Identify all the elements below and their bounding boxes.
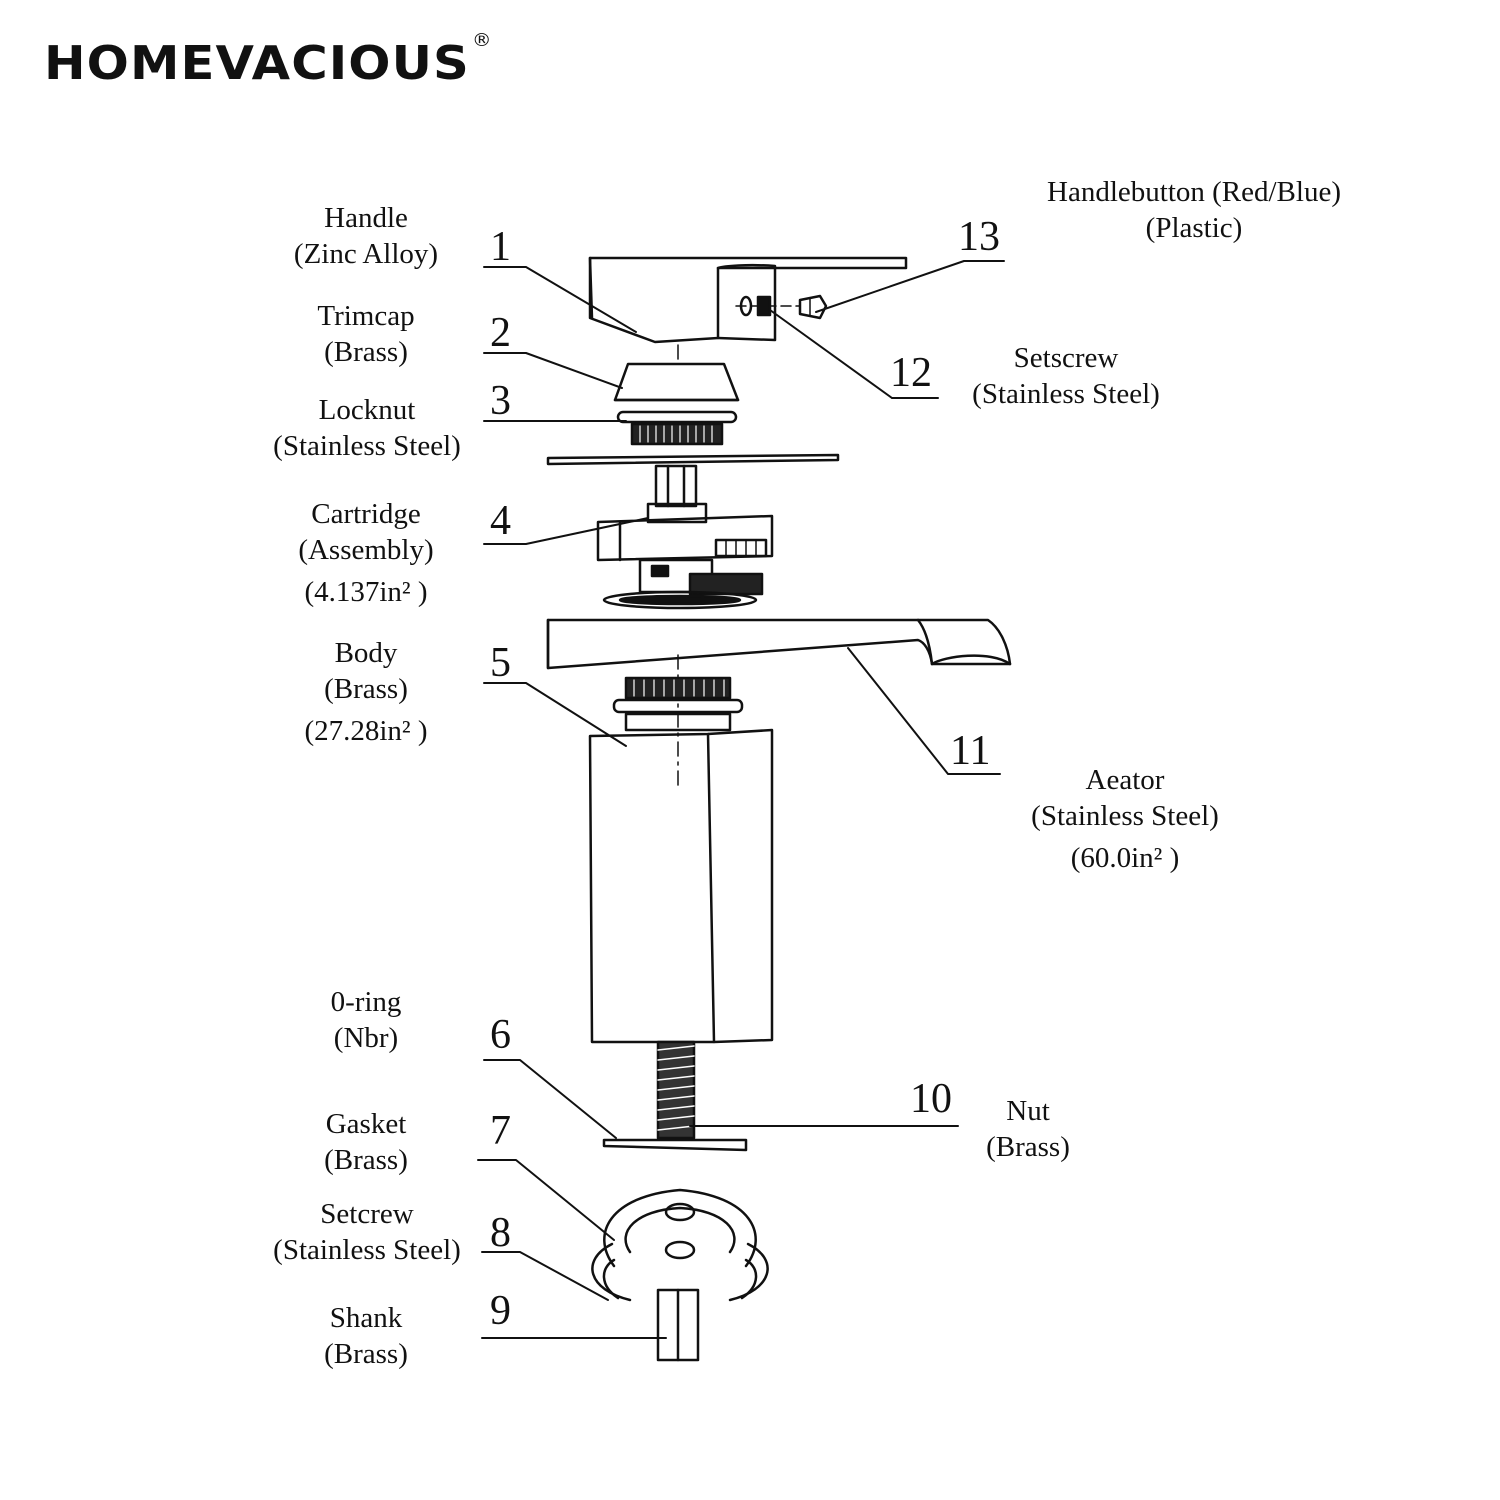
brand-name: HOMEVACIOUS — [44, 36, 470, 90]
oring-part — [602, 1138, 748, 1152]
callout-5: 5 — [490, 640, 511, 686]
label-shank: Shank (Brass) — [276, 1300, 456, 1372]
label-oring: 0-ring (Nbr) — [276, 984, 456, 1056]
callout-11: 11 — [950, 728, 991, 774]
callout-2: 2 — [490, 310, 511, 356]
gasket-part — [603, 1188, 757, 1268]
label-oring-material: (Nbr) — [333, 1022, 399, 1054]
callout-9: 9 — [490, 1288, 511, 1334]
locknut-part — [546, 410, 840, 466]
callout-6: 6 — [490, 1012, 511, 1058]
label-trimcap-name: Trimcap — [317, 300, 415, 332]
label-setscrew-name: Setscrew — [1013, 342, 1119, 374]
label-trimcap-material: (Brass) — [324, 336, 408, 368]
label-shank-name: Shank — [329, 1302, 403, 1334]
label-gasket: Gasket (Brass) — [276, 1106, 456, 1178]
label-setcrew-name: Setcrew — [320, 1198, 414, 1230]
label-aerator-material: (Stainless Steel) — [1031, 800, 1219, 832]
label-gasket-material: (Brass) — [324, 1144, 408, 1176]
cartridge-part — [596, 464, 774, 610]
label-body-material: (Brass) — [324, 673, 408, 705]
registered-mark: ® — [472, 30, 493, 51]
label-handle: Handle (Zinc Alloy) — [276, 200, 456, 272]
spout-aerator-part — [546, 618, 1012, 670]
callout-7: 7 — [490, 1108, 511, 1154]
callout-13: 13 — [958, 214, 1000, 260]
label-handle-material: (Zinc Alloy) — [293, 238, 439, 270]
label-locknut-material: (Stainless Steel) — [273, 430, 461, 462]
handlebutton-part — [798, 294, 828, 320]
callout-8: 8 — [490, 1210, 511, 1256]
shank-part — [656, 1288, 700, 1362]
label-nut-material: (Brass) — [986, 1131, 1070, 1163]
label-setscrew-material: (Stainless Steel) — [972, 378, 1160, 410]
leader-lines — [477, 260, 1005, 1339]
label-locknut: Locknut (Stainless Steel) — [254, 392, 480, 464]
setscrew-part — [756, 295, 772, 317]
trimcap-part — [613, 362, 740, 402]
label-body: Body (Brass) (27.28in² ) — [266, 635, 466, 749]
label-trimcap: Trimcap (Brass) — [276, 298, 456, 370]
label-aerator-area: (60.0in² ) — [1070, 842, 1180, 874]
label-cartridge-material: (Assembly) — [298, 534, 434, 566]
label-body-area: (27.28in² ) — [304, 715, 428, 747]
label-setcrew-material: (Stainless Steel) — [273, 1234, 461, 1266]
callout-1: 1 — [490, 224, 511, 270]
label-oring-name: 0-ring — [330, 986, 402, 1018]
callout-3: 3 — [490, 378, 511, 424]
handle-part — [588, 256, 908, 344]
label-handlebutton-name: Handlebutton (Red/Blue) — [1047, 176, 1341, 208]
label-nut-name: Nut — [1006, 1095, 1050, 1127]
label-locknut-name: Locknut — [318, 394, 416, 426]
label-setscrew: Setscrew (Stainless Steel) — [950, 340, 1182, 412]
label-handlebutton: Handlebutton (Red/Blue) (Plastic) — [1006, 174, 1382, 246]
body-part — [588, 676, 774, 1044]
label-cartridge: Cartridge (Assembly) (4.137in² ) — [266, 496, 466, 610]
setcrew-plate-part — [591, 1242, 769, 1302]
label-nut: Nut (Brass) — [958, 1093, 1098, 1165]
label-shank-material: (Brass) — [324, 1338, 408, 1370]
label-cartridge-area: (4.137in² ) — [304, 576, 428, 608]
label-setcrew: Setcrew (Stainless Steel) — [254, 1196, 480, 1268]
callout-10: 10 — [910, 1076, 952, 1122]
label-aerator: Aeator (Stainless Steel) (60.0in² ) — [1010, 762, 1240, 876]
callout-4: 4 — [490, 498, 511, 544]
label-handle-name: Handle — [324, 202, 408, 234]
brand-logo: HOMEVACIOUS® — [44, 32, 493, 87]
label-cartridge-name: Cartridge — [311, 498, 421, 530]
label-handlebutton-material: (Plastic) — [1145, 212, 1243, 244]
label-gasket-name: Gasket — [325, 1108, 407, 1140]
threaded-stud-part — [656, 1040, 696, 1140]
label-body-name: Body — [334, 637, 398, 669]
label-aerator-name: Aeator — [1085, 764, 1165, 796]
callout-12: 12 — [890, 350, 932, 396]
